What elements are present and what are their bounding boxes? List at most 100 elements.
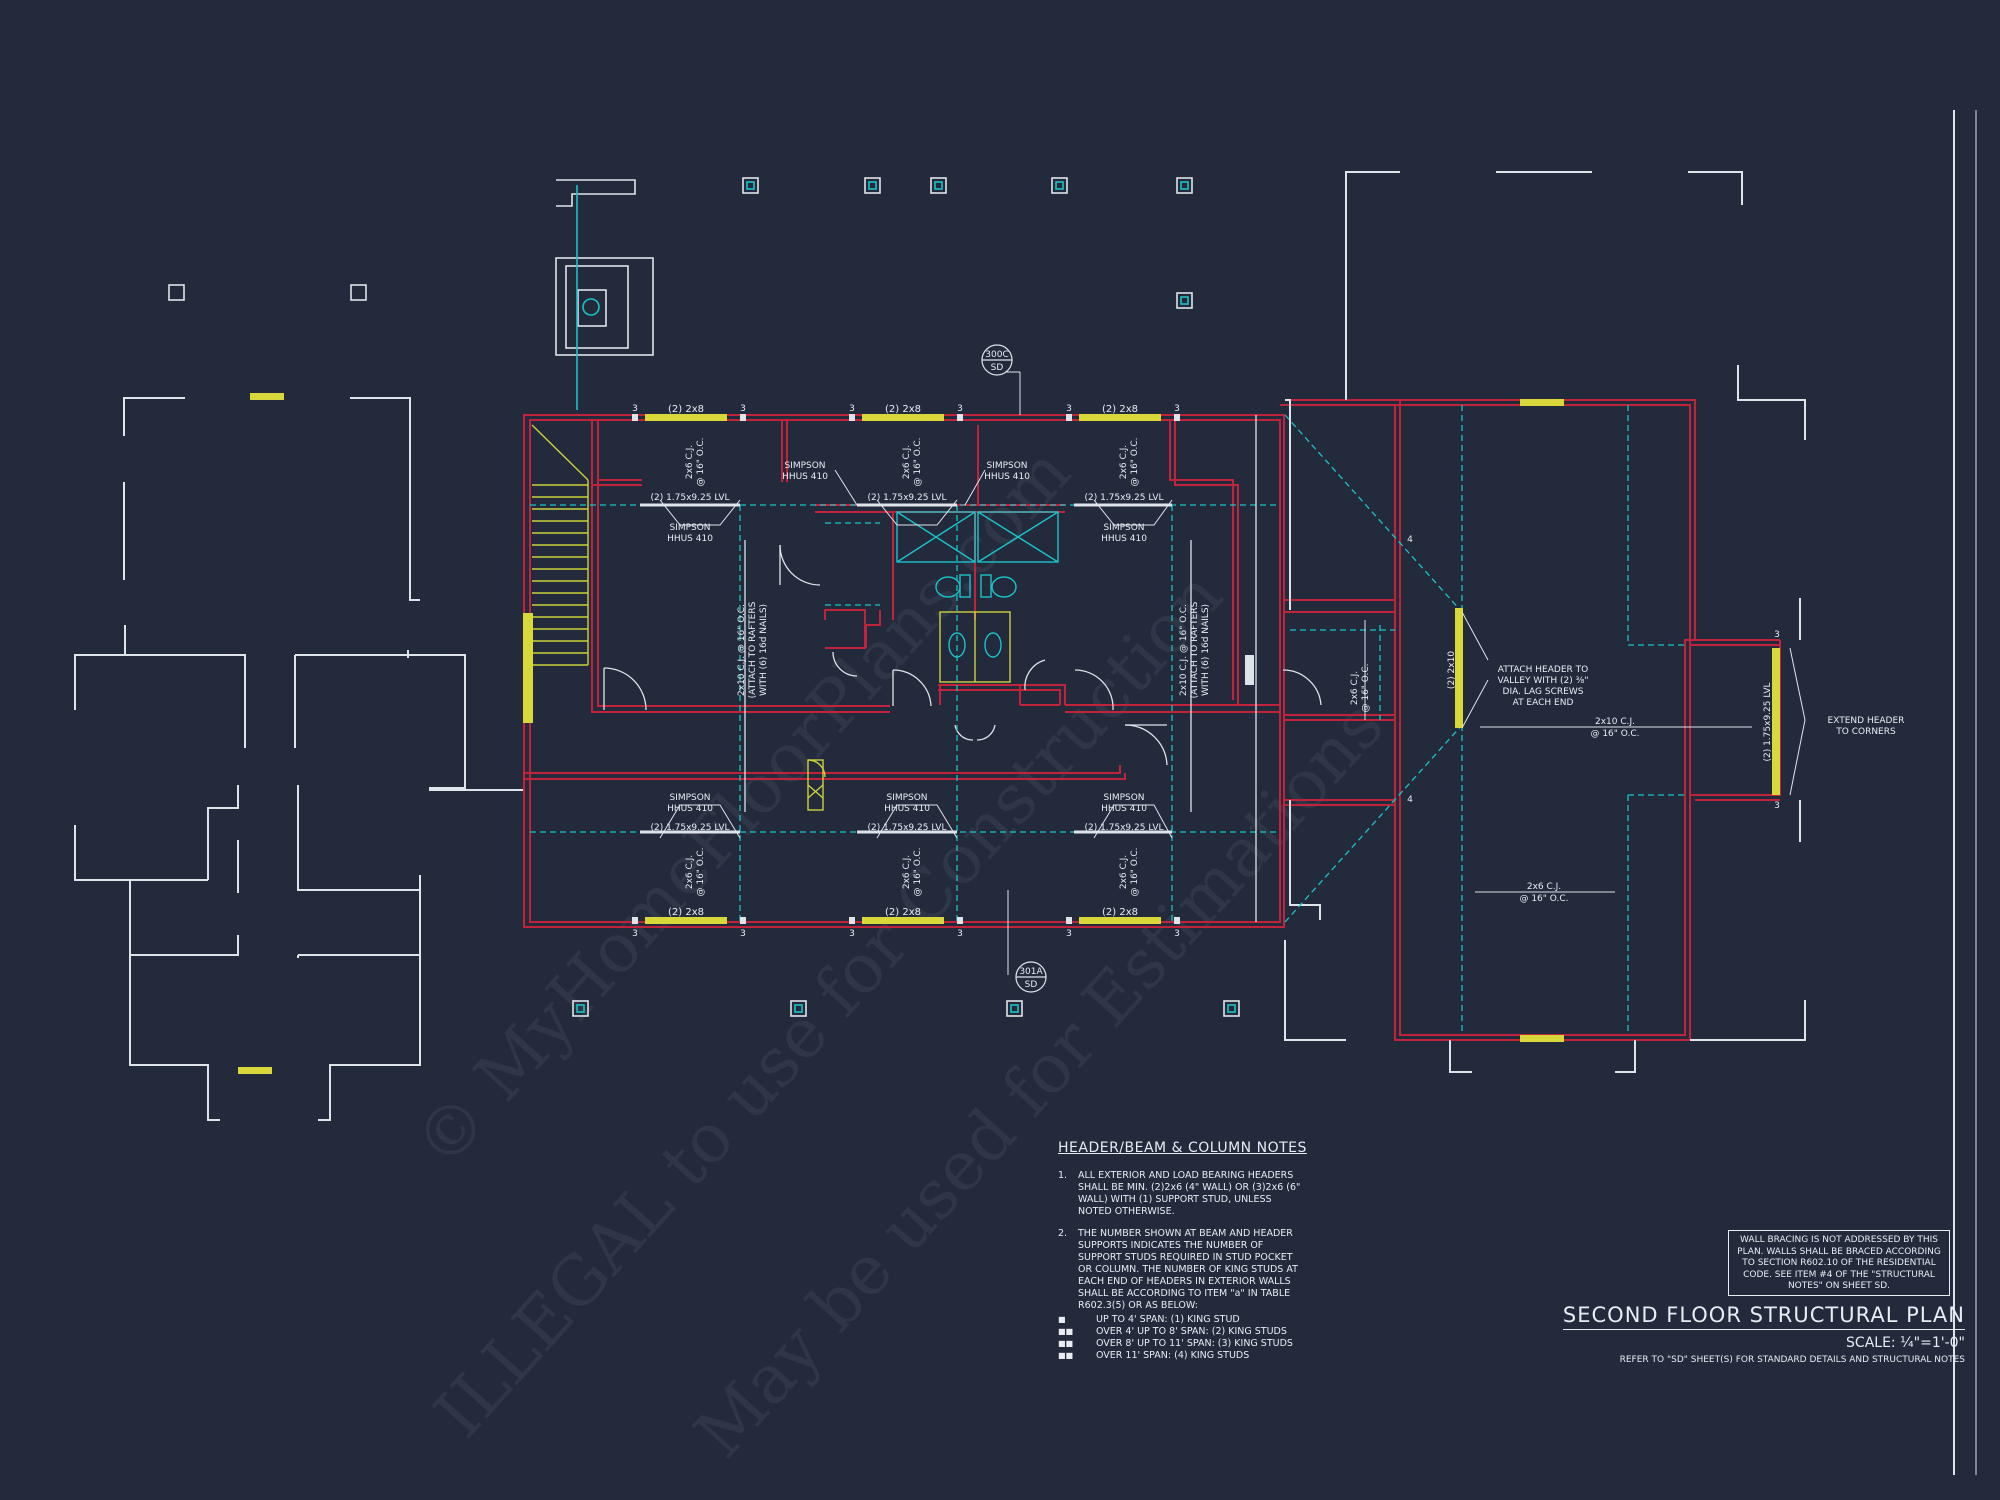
stud-count: 3 bbox=[849, 929, 855, 939]
stud-count: 3 bbox=[1066, 404, 1072, 414]
cj-label: @ 16" O.C. bbox=[1130, 847, 1140, 896]
attach-note-line: ATTACH HEADER TO bbox=[1498, 665, 1588, 675]
cj-label: 2x6 C.J. bbox=[1350, 671, 1360, 705]
detail-callout-300c[interactable] bbox=[981, 344, 1013, 376]
west-wing-outline bbox=[74, 397, 525, 1121]
header-label: (2) 2x8 bbox=[668, 404, 704, 415]
note-sub-item: ■■ OVER 11' SPAN: (4) KING STUDS bbox=[1058, 1350, 1308, 1362]
headers bbox=[645, 399, 1780, 1042]
top-columns bbox=[742, 177, 1193, 309]
lvl-labels: (2) 1.75x9.25 LVL (2) 1.75x9.25 LVL (2) … bbox=[650, 493, 1163, 833]
hanger-label: HHUS 410 bbox=[782, 472, 828, 482]
cj-2x10-labels: 2x10 C.J. @ 16" O.C. (ATTACH TO RAFTERS … bbox=[737, 601, 1773, 761]
header-labels-top: (2) 2x8 (2) 2x8 (2) 2x8 bbox=[668, 404, 1138, 415]
hanger-label: SIMPSON bbox=[669, 793, 710, 803]
cj-label: @ 16" O.C. bbox=[1130, 437, 1140, 486]
cj-label: 2x10 C.J. @ 16" O.C. bbox=[1179, 604, 1189, 696]
stud-count: 3 bbox=[1174, 404, 1180, 414]
sub-bullet: ■■ bbox=[1058, 1339, 1074, 1348]
west-windows bbox=[238, 393, 284, 1074]
garage-walls bbox=[1280, 399, 1781, 1041]
stud-count: 3 bbox=[1174, 929, 1180, 939]
note-number: 1. bbox=[1058, 1170, 1068, 1181]
cj-label: @ 16" O.C. bbox=[913, 847, 923, 896]
hanger-label: HHUS 410 bbox=[1101, 804, 1147, 814]
cj-label: 2x6 C.J. bbox=[1119, 855, 1129, 889]
detail-301a-sheet: SD bbox=[1025, 980, 1038, 990]
garage-cj-label: @ 16" O.C. bbox=[1519, 894, 1568, 904]
wall-bracing-note: WALL BRACING IS NOT ADDRESSED BY THIS PL… bbox=[1728, 1230, 1950, 1296]
lvl-label: (2) 1.75x9.25 LVL bbox=[867, 823, 946, 833]
header-labels-bottom: (2) 2x8 (2) 2x8 (2) 2x8 bbox=[668, 907, 1138, 918]
cj-label: WITH (6) 16d NAILS) bbox=[1201, 604, 1211, 696]
stud-count: 3 bbox=[957, 404, 963, 414]
stud-count: 3 bbox=[632, 404, 638, 414]
detail-301a-id: 301A bbox=[1019, 967, 1043, 977]
note-sub-item: ■■ OVER 8' UP TO 11' SPAN: (3) KING STUD… bbox=[1058, 1338, 1308, 1350]
note-number: 2. bbox=[1058, 1228, 1068, 1239]
lvl-label: (2) 1.75x9.25 LVL bbox=[650, 493, 729, 503]
lvl-beams bbox=[640, 503, 1172, 834]
cj-label: 2x6 C.J. bbox=[1119, 445, 1129, 479]
lvl-label: (2) 1.75x9.25 LVL bbox=[1084, 823, 1163, 833]
cj-label: (ATTACH TO RAFTERS bbox=[748, 601, 758, 698]
extend-note-line: EXTEND HEADER bbox=[1828, 716, 1905, 726]
cj-label: 2x6 C.J. bbox=[685, 855, 695, 889]
cj-label: @ 16" O.C. bbox=[1361, 663, 1371, 712]
leader-lines bbox=[659, 371, 1806, 975]
cj-2x6-labels: 2x6 C.J. @ 16" O.C. 2x6 C.J. @ 16" O.C. … bbox=[685, 437, 1371, 896]
stud-posts bbox=[632, 414, 1254, 924]
plan-scale: SCALE: ¼"=1'-0" bbox=[1846, 1335, 1965, 1351]
note-text: ALL EXTERIOR AND LOAD BEARING HEADERS SH… bbox=[1078, 1170, 1301, 1217]
stud-count: 3 bbox=[849, 404, 855, 414]
note-text: THE NUMBER SHOWN AT BEAM AND HEADER SUPP… bbox=[1078, 1228, 1298, 1311]
attach-note-line: DIA. LAG SCREWS bbox=[1503, 687, 1584, 697]
closet bbox=[807, 759, 826, 811]
cj-label: 2x6 C.J. bbox=[902, 445, 912, 479]
chimney bbox=[555, 179, 654, 410]
doors bbox=[603, 544, 1322, 766]
valley-header-label: (2) 2x10 bbox=[1447, 651, 1457, 689]
header-label: (2) 2x8 bbox=[885, 404, 921, 415]
hanger-label: SIMPSON bbox=[1103, 793, 1144, 803]
bath-fixtures bbox=[896, 511, 1059, 658]
cj-label: 2x6 C.J. bbox=[902, 855, 912, 889]
detail-300c-id: 300C bbox=[985, 350, 1008, 360]
hanger-label: SIMPSON bbox=[986, 461, 1027, 471]
hanger-label: HHUS 410 bbox=[667, 534, 713, 544]
cj-label: @ 16" O.C. bbox=[913, 437, 923, 486]
note-item-1: 1. ALL EXTERIOR AND LOAD BEARING HEADERS… bbox=[1058, 1170, 1308, 1218]
west-columns bbox=[168, 284, 367, 301]
header-label: (2) 2x8 bbox=[1102, 907, 1138, 918]
hanger-label: SIMPSON bbox=[784, 461, 825, 471]
sub-text: UP TO 4' SPAN: (1) KING STUD bbox=[1096, 1314, 1240, 1325]
note-sub-item: ■■ OVER 4' UP TO 8' SPAN: (2) KING STUDS bbox=[1058, 1326, 1308, 1338]
detail-300c-sheet: SD bbox=[991, 363, 1004, 373]
sub-bullet: ■■ bbox=[1058, 1351, 1074, 1360]
stud-counts: 3 3 3 3 3 3 3 3 3 3 3 3 3 3 4 4 bbox=[632, 404, 1780, 939]
lvl-label: (2) 1.75x9.25 LVL bbox=[650, 823, 729, 833]
refer-note: REFER TO "SD" SHEET(S) FOR STANDARD DETA… bbox=[1619, 1355, 1965, 1365]
sub-text: OVER 4' UP TO 8' SPAN: (2) KING STUDS bbox=[1096, 1326, 1287, 1337]
note-item-2: 2. THE NUMBER SHOWN AT BEAM AND HEADER S… bbox=[1058, 1228, 1308, 1312]
stud-count: 3 bbox=[740, 929, 746, 939]
sub-text: OVER 8' UP TO 11' SPAN: (3) KING STUDS bbox=[1096, 1338, 1293, 1349]
detail-callout-301a[interactable] bbox=[1015, 961, 1047, 993]
cj-label: @ 16" O.C. bbox=[696, 437, 706, 486]
attach-note: ATTACH HEADER TO VALLEY WITH (2) ⅜" DIA.… bbox=[1498, 665, 1589, 708]
attach-note-line: AT EACH END bbox=[1513, 698, 1574, 708]
stud-count: 3 bbox=[1774, 801, 1780, 811]
cj-label: (ATTACH TO RAFTERS bbox=[1190, 601, 1200, 698]
stud-count: 3 bbox=[957, 929, 963, 939]
garage-cj-label: 2x10 C.J. bbox=[1595, 717, 1635, 727]
garage-cj-label: 2x6 C.J. bbox=[1527, 882, 1561, 892]
hanger-label: SIMPSON bbox=[669, 523, 710, 533]
lvl-label: (2) 1.75x9.25 LVL bbox=[1084, 493, 1163, 503]
hanger-label: HHUS 410 bbox=[1101, 534, 1147, 544]
garage-cj-label: @ 16" O.C. bbox=[1590, 729, 1639, 739]
hanger-label: HHUS 410 bbox=[984, 472, 1030, 482]
sub-bullet: ■■ bbox=[1058, 1327, 1074, 1336]
header-beam-notes: 1. ALL EXTERIOR AND LOAD BEARING HEADERS… bbox=[1058, 1170, 1308, 1362]
stud-count: 3 bbox=[1774, 630, 1780, 640]
